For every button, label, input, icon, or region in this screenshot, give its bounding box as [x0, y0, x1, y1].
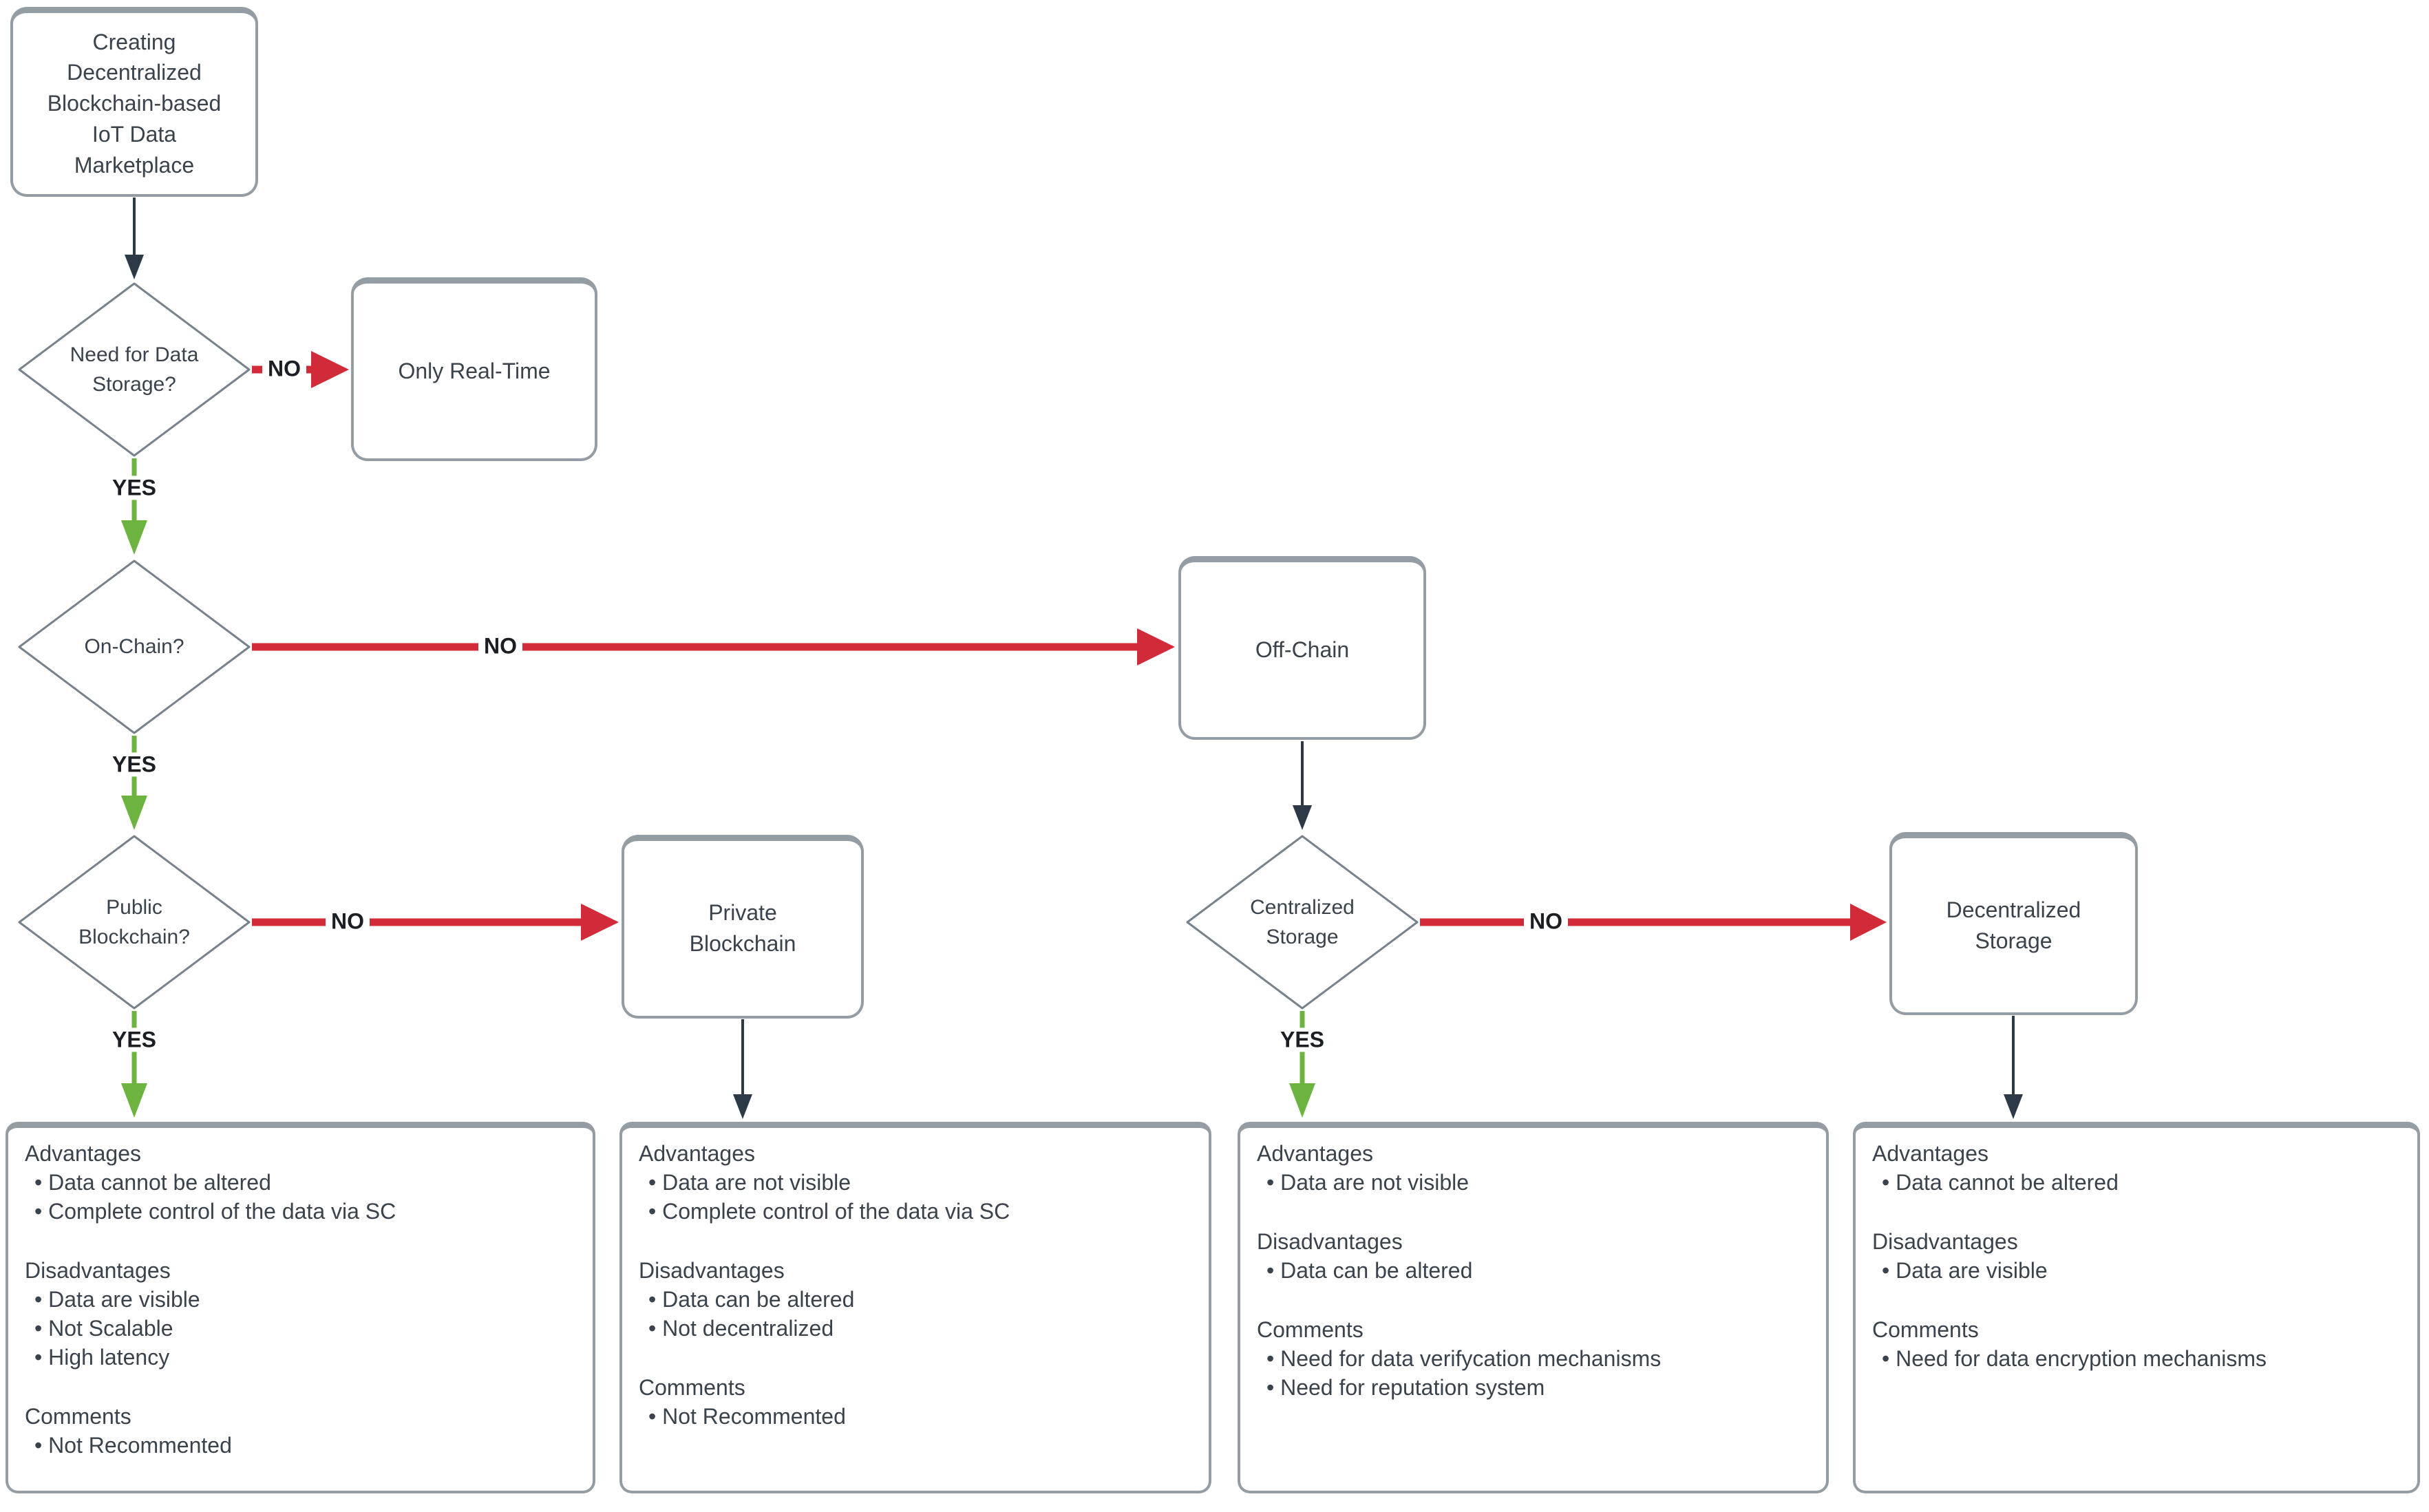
section-heading: Comments	[1872, 1317, 1979, 1342]
decentralized-storage-node: Decentralized Storage	[1889, 832, 2138, 1015]
public-blockchain-decision: Public Blockchain?	[17, 834, 251, 1010]
bullet-item: • Data cannot be altered	[1882, 1170, 2119, 1195]
section-heading: Disadvantages	[25, 1258, 171, 1283]
arrow-no-centralized-to-decentralized-storage	[1420, 904, 1887, 941]
arrow-yes-need-storage-to-on-chain	[121, 458, 147, 555]
centralized-storage-label: Centralized Storage	[1250, 895, 1355, 949]
arrow-start-to-need-storage	[125, 198, 144, 279]
no-label-centralized-storage: NO	[1524, 909, 1568, 934]
section-heading: Disadvantages	[639, 1258, 785, 1283]
no-label-need-storage: NO	[262, 356, 306, 381]
need-storage-decision: Need for Data Storage?	[17, 281, 251, 458]
section-heading: Disadvantages	[1872, 1229, 2018, 1254]
centralized-storage-decision: Centralized Storage	[1185, 834, 1419, 1010]
diamond-shape	[18, 560, 251, 734]
bullet-item: • Data are not visible	[1266, 1170, 1470, 1195]
section-heading: Advantages	[1257, 1141, 1374, 1166]
section-heading: Advantages	[1872, 1141, 1989, 1166]
section-heading: Comments	[1257, 1317, 1364, 1342]
bullet-item: • Data cannot be altered	[34, 1170, 271, 1195]
section-heading: Advantages	[639, 1141, 756, 1166]
arrow-yes-on-chain-to-public-blockchain	[121, 736, 147, 830]
public-blockchain-label: Public Blockchain?	[78, 895, 190, 949]
yes-label-need-storage: YES	[106, 476, 162, 500]
arrow-off-chain-to-centralized-storage	[1293, 741, 1312, 830]
bullet-item: • Data are visible	[1882, 1258, 2048, 1283]
section-heading: Comments	[639, 1375, 745, 1400]
bullet-item: • Complete control of the data via SC	[34, 1199, 396, 1224]
bullet-item: • Complete control of the data via SC	[648, 1199, 1010, 1224]
bullet-item: • Need for data verifycation mechanisms	[1266, 1346, 1662, 1371]
bullet-item: • Not decentralized	[648, 1316, 834, 1341]
section-heading: Advantages	[25, 1141, 142, 1166]
bullet-item: • Not Scalable	[34, 1316, 173, 1341]
bullet-item: • Data are not visible	[648, 1170, 851, 1195]
section-heading: Disadvantages	[1257, 1229, 1403, 1254]
yes-label-centralized-storage: YES	[1274, 1027, 1330, 1052]
bullet-item: • Not Recommented	[34, 1433, 232, 1458]
outcome-public-blockchain: Advantages • Data cannot be altered • Comp…	[6, 1122, 595, 1493]
diamond-shape	[18, 835, 251, 1010]
off-chain-node: Off-Chain	[1178, 556, 1426, 740]
section-heading: Comments	[25, 1404, 131, 1429]
start-node: Creating Decentralized Blockchain-based …	[10, 7, 258, 197]
outcome-private-blockchain: Advantages • Data are not visible • Comple…	[619, 1122, 1211, 1493]
arrow-no-on-chain-to-off-chain	[252, 628, 1175, 666]
bullet-item: • Data can be altered	[1266, 1258, 1473, 1283]
yes-label-on-chain: YES	[106, 752, 162, 777]
only-real-time-node: Only Real-Time	[351, 277, 597, 461]
diamond-shape	[1186, 835, 1419, 1010]
bullet-item: • Data are visible	[34, 1287, 200, 1312]
arrow-decentralized-storage-to-outcome	[2004, 1016, 2023, 1119]
yes-label-public-blockchain: YES	[106, 1027, 162, 1052]
diamond-shape	[18, 282, 251, 457]
bullet-item: • Need for data encryption mechanisms	[1882, 1346, 2267, 1371]
bullet-item: • Not Recommented	[648, 1404, 846, 1429]
no-label-public-blockchain: NO	[326, 909, 370, 934]
private-blockchain-node: Private Blockchain	[622, 835, 864, 1019]
arrow-private-blockchain-to-outcome	[733, 1019, 752, 1119]
on-chain-label: On-Chain?	[84, 635, 184, 659]
bullet-item: • Need for reputation system	[1266, 1375, 1545, 1400]
no-label-on-chain: NO	[478, 634, 522, 659]
bullet-item: • Data can be altered	[648, 1287, 855, 1312]
on-chain-decision: On-Chain?	[17, 559, 251, 735]
need-storage-label: Need for Data Storage?	[70, 343, 199, 396]
bullet-item: • High latency	[34, 1345, 170, 1370]
arrow-no-public-blockchain-to-private-blockchain	[252, 904, 619, 941]
